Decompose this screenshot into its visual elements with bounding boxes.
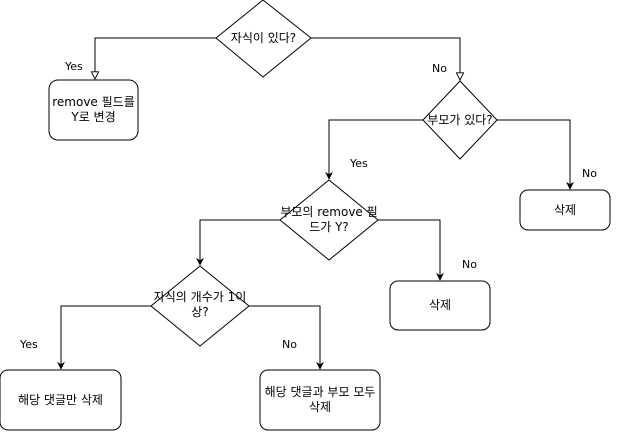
- process-delete-comment-and-parent-label: 해당 댓글과 부모 모두 삭제: [264, 385, 376, 414]
- edge-child-count-yes-label: Yes: [20, 338, 38, 351]
- decision-has-child-label: 자식이 있다?: [230, 30, 297, 45]
- decision-child-count-label: 자식의 개수가 1이 상?: [153, 290, 247, 319]
- process-set-remove-y-shape: [48, 79, 139, 141]
- edge-has-parent-no: [497, 119, 574, 190]
- decision-has-parent-shape: [422, 80, 498, 160]
- edge-has-child-yes: [95, 37, 216, 79]
- decision-has-parent-label: 부모가 있다?: [427, 112, 493, 127]
- process-delete-comment-only-label: 해당 댓글만 삭제: [18, 392, 103, 407]
- decision-child-count-shape: [150, 265, 250, 347]
- process-set-remove-y-label: remove 필드를 Y로 변경: [52, 95, 135, 124]
- edge-has-child-no: [311, 37, 460, 80]
- edge-child-count-no-label: No: [282, 338, 297, 351]
- decision-parent-remove-y-label: 부모의 remove 필 드가 Y?: [280, 205, 378, 234]
- process-delete-right-label: 삭제: [553, 202, 577, 217]
- edge-has-parent-yes-label: Yes: [350, 157, 368, 170]
- edge-parent-remove-y-no: [378, 219, 444, 281]
- edge-has-parent-yes: [325, 119, 423, 180]
- process-delete-mid-label: 삭제: [428, 298, 452, 312]
- edge-has-child-yes-label: Yes: [65, 60, 83, 73]
- edge-parent-remove-y-yes: [196, 219, 280, 266]
- process-delete-mid-shape: [389, 280, 491, 331]
- edge-child-count-yes: [57, 305, 151, 370]
- process-delete-right-shape: [519, 189, 611, 231]
- edge-has-parent-no-label: No: [582, 167, 597, 180]
- edge-child-count-no: [249, 305, 324, 370]
- process-delete-comment-and-parent-shape: [259, 369, 381, 431]
- edge-parent-remove-y-no-label: No: [462, 258, 477, 271]
- decision-parent-remove-y-shape: [279, 179, 379, 261]
- process-delete-comment-only-shape: [0, 369, 122, 431]
- decision-has-child-shape: [215, 0, 312, 78]
- edge-has-child-no-label: No: [432, 62, 447, 75]
